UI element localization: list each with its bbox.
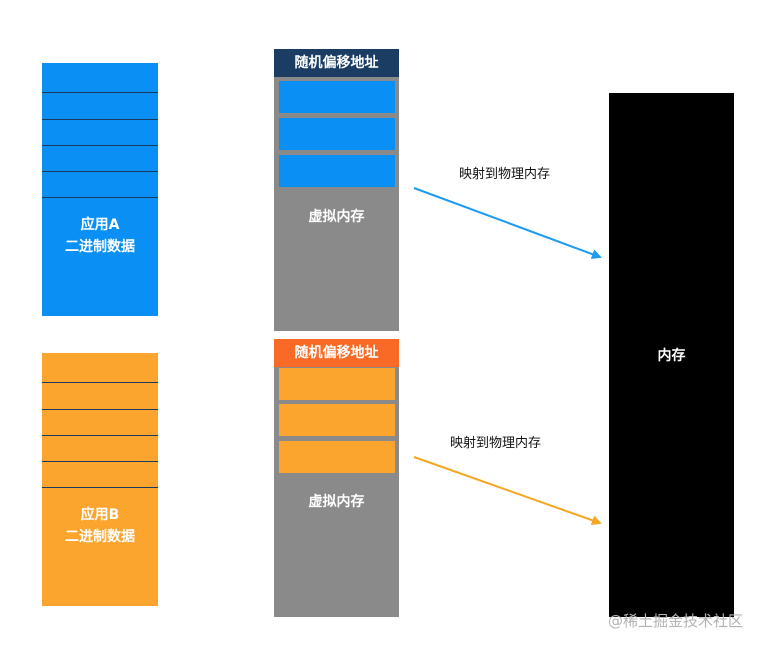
app-a-segment-divider xyxy=(42,119,158,120)
app-a-label-line2: 二进制数据 xyxy=(65,239,135,255)
app-b-binary-block: 应用B 二进制数据 xyxy=(42,353,158,606)
app-a-segment-divider xyxy=(42,171,158,172)
virtual-memory-a-label: 虚拟内存 xyxy=(308,209,365,225)
vm-a-slot xyxy=(279,81,395,113)
app-b-segment-divider xyxy=(42,382,158,383)
app-b-label-line1: 应用B xyxy=(80,507,120,523)
watermark-text: @稀土掘金技术社区 xyxy=(608,612,744,630)
app-a-segment-divider xyxy=(42,92,158,93)
app-a-label-line1: 应用A xyxy=(80,217,120,233)
mapping-arrow-top xyxy=(413,187,602,259)
app-b-segment-divider xyxy=(42,435,158,436)
vm-a-slot xyxy=(279,155,395,187)
virtual-memory-b: 随机偏移地址 虚拟内存 xyxy=(274,339,399,617)
app-b-segment-divider xyxy=(42,461,158,462)
physical-memory-block: 内存 xyxy=(609,93,734,617)
random-offset-header-b: 随机偏移地址 xyxy=(274,339,399,367)
app-b-label-line2: 二进制数据 xyxy=(65,529,135,545)
random-offset-header-a: 随机偏移地址 xyxy=(274,49,399,77)
physical-memory-label: 内存 xyxy=(657,348,686,364)
vm-b-slot xyxy=(279,404,395,436)
app-b-segment-divider xyxy=(42,409,158,410)
mapping-label-bottom: 映射到物理内存 xyxy=(450,436,542,451)
app-a-binary-block: 应用A 二进制数据 xyxy=(42,63,158,316)
vm-b-slot xyxy=(279,368,395,400)
app-b-segment-divider xyxy=(42,487,158,488)
virtual-memory-a: 随机偏移地址 虚拟内存 xyxy=(274,49,399,331)
virtual-memory-b-label: 虚拟内存 xyxy=(308,494,365,510)
app-a-segment-divider xyxy=(42,145,158,146)
vm-b-slot xyxy=(279,441,395,473)
mapping-arrow-bottom xyxy=(413,456,602,526)
vm-a-slot xyxy=(279,118,395,150)
app-a-segment-divider xyxy=(42,197,158,198)
mapping-label-top: 映射到物理内存 xyxy=(459,167,551,182)
